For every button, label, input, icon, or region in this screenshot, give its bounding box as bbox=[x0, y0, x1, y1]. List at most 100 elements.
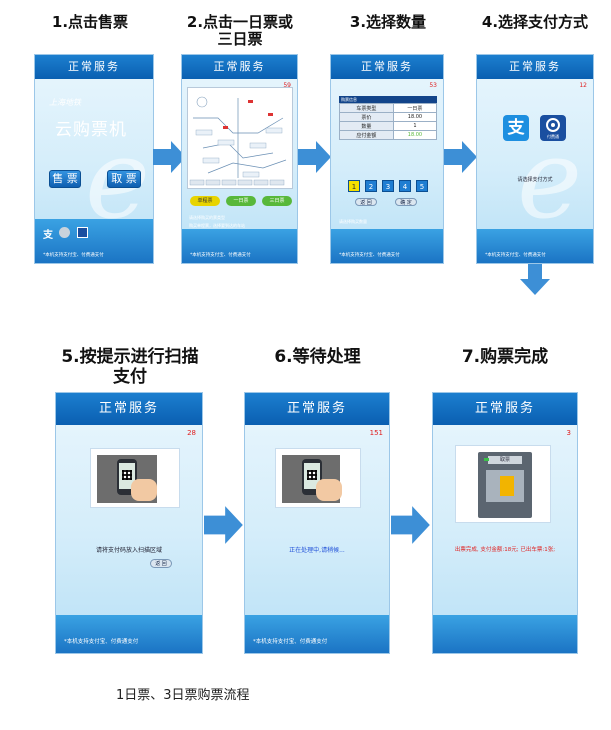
confirm-button[interactable]: 确 定 bbox=[395, 198, 417, 206]
scan-area bbox=[275, 448, 361, 508]
screen-4-payment-method: 正常服务 12 e 支 付费通 请选择支付方式 *本机支持支付宝、付费通支付 bbox=[476, 54, 594, 264]
timeout-counter: 28 bbox=[187, 429, 196, 437]
dispenser-label: 取票 bbox=[488, 456, 522, 464]
step5-title-text: 5.按提示进行扫描支付 bbox=[61, 347, 199, 387]
timeout-counter: 151 bbox=[369, 429, 383, 437]
service-bar: 正常服务 bbox=[433, 393, 577, 425]
step7-title: 7.购票完成 bbox=[461, 347, 549, 367]
qr-code-icon bbox=[122, 470, 132, 480]
row-value: 18.00 bbox=[392, 130, 438, 140]
step2-title-text: 2.点击一日票或三日票 bbox=[186, 13, 294, 49]
ticket-dispenser-image: 取票 bbox=[455, 445, 551, 523]
completion-message: 出票完成, 支付金额:18元; 已出车票:1张; bbox=[454, 547, 556, 553]
order-header: 购票信息 bbox=[339, 96, 437, 103]
quantity-hint: 请选择购买数量 bbox=[339, 219, 367, 224]
row-value: 1 bbox=[392, 121, 438, 131]
row-value: 18.00 bbox=[392, 112, 438, 122]
footer: *本机支持支付宝、付费通支付 bbox=[182, 229, 297, 263]
footer: 支 *本机支持支付宝、付费通支付 bbox=[35, 219, 153, 263]
step6-title: 6.等待处理 bbox=[274, 347, 361, 367]
timeout-counter: 3 bbox=[566, 429, 571, 437]
hand-icon bbox=[131, 479, 157, 501]
hint-line-1: 请选择购买的票类型 bbox=[189, 215, 225, 220]
brand-label: 上海地铁 bbox=[49, 98, 81, 107]
qty-key-3[interactable]: 3 bbox=[382, 180, 394, 192]
row-label: 数量 bbox=[339, 121, 394, 131]
screen-5-scan: 正常服务 28 请将支付码放入扫描区域 返 回 *本机支持支付宝、付费通支付 bbox=[55, 392, 203, 654]
one-day-ticket-button[interactable]: 一日票 bbox=[226, 196, 256, 206]
row-label: 票价 bbox=[339, 112, 394, 122]
qty-key-5[interactable]: 5 bbox=[416, 180, 428, 192]
table-row: 车票类型一日票 bbox=[339, 103, 438, 113]
step4-title: 4.选择支付方式 bbox=[481, 13, 589, 31]
service-bar: 正常服务 bbox=[35, 55, 153, 79]
three-day-ticket-button[interactable]: 三日票 bbox=[262, 196, 292, 206]
single-ticket-button[interactable]: 单程票 bbox=[190, 196, 220, 206]
step2-title: 2.点击一日票或三日票 bbox=[180, 13, 300, 49]
service-bar: 正常服务 bbox=[56, 393, 202, 425]
qty-key-1[interactable]: 1 bbox=[348, 180, 360, 192]
step1-title: 1.点击售票 bbox=[51, 13, 129, 31]
footer-note: *本机支持支付宝、付费通支付 bbox=[253, 639, 328, 645]
service-bar: 正常服务 bbox=[331, 55, 443, 79]
alipay-icon: 支 bbox=[43, 230, 53, 241]
payment-prompt: 请选择支付方式 bbox=[517, 177, 553, 183]
footer: *本机支持支付宝、付费通支付 bbox=[56, 615, 202, 653]
footer bbox=[433, 615, 577, 653]
arrow-right-icon bbox=[391, 506, 430, 544]
ftp-logo-icon bbox=[546, 118, 560, 132]
dispenser-body: 取票 bbox=[478, 452, 532, 518]
row-value: 一日票 bbox=[392, 103, 438, 113]
timeout-counter: 12 bbox=[579, 82, 587, 89]
ftp-pay-button[interactable]: 付费通 bbox=[540, 115, 566, 141]
unionpay-icon bbox=[59, 227, 70, 238]
footer-note: *本机支持支付宝、付费通支付 bbox=[190, 253, 251, 258]
footer-note: *本机支持支付宝、付费通支付 bbox=[43, 253, 104, 258]
scan-area bbox=[90, 448, 180, 508]
alipay-button[interactable]: 支 bbox=[503, 115, 529, 141]
timeout-counter: 59 bbox=[283, 82, 291, 89]
pickup-ticket-button[interactable]: 取 票 bbox=[107, 170, 141, 188]
back-button[interactable]: 返 回 bbox=[355, 198, 377, 206]
arrow-right-icon bbox=[153, 141, 186, 173]
service-bar: 正常服务 bbox=[477, 55, 593, 79]
arrow-right-icon bbox=[444, 141, 477, 173]
ticket-icon bbox=[500, 476, 514, 496]
service-bar: 正常服务 bbox=[245, 393, 389, 425]
screen-7-complete: 正常服务 3 取票 出票完成, 支付金额:18元; 已出车票:1张; bbox=[432, 392, 578, 654]
metro-lines-icon bbox=[189, 96, 287, 186]
ftp-label: 付费通 bbox=[547, 134, 559, 139]
arrow-down-icon bbox=[520, 264, 550, 295]
alipay-icon: 支 bbox=[507, 118, 525, 138]
footer: *本机支持支付宝、付费通支付 bbox=[245, 615, 389, 653]
row-label: 应付金额 bbox=[339, 130, 394, 140]
metro-map[interactable] bbox=[187, 87, 293, 189]
step5-title: 5.按提示进行扫描支付 bbox=[50, 347, 210, 387]
row-label: 车票类型 bbox=[339, 103, 394, 113]
ftp-icon bbox=[77, 227, 88, 238]
hint-line-2: 购买单程票，选择要到达的车站 bbox=[189, 223, 245, 228]
screen-2-ticket-type: 正常服务 59 单程票 一日票 三日票 请选择购买的票类型 购买单程票，选 bbox=[181, 54, 298, 264]
timeout-counter: 53 bbox=[429, 82, 437, 89]
sell-ticket-button[interactable]: 售 票 bbox=[49, 170, 81, 188]
footer-note: *本机支持支付宝、付费通支付 bbox=[64, 639, 139, 645]
arrow-right-icon bbox=[204, 506, 243, 544]
back-button[interactable]: 返 回 bbox=[150, 559, 172, 568]
processing-message: 正在处理中,请稍候... bbox=[289, 547, 345, 554]
scan-prompt: 请将支付码放入扫描区域 bbox=[95, 547, 162, 554]
green-indicator bbox=[484, 458, 489, 461]
footer: *本机支持支付宝、付费通支付 bbox=[331, 229, 443, 263]
step3-title: 3.选择数量 bbox=[349, 13, 427, 31]
screen-6-processing: 正常服务 151 正在处理中,请稍候... *本机支持支付宝、付费通支付 bbox=[244, 392, 390, 654]
footer-note: *本机支持支付宝、付费通支付 bbox=[339, 253, 400, 258]
qty-key-2[interactable]: 2 bbox=[365, 180, 377, 192]
screen-1-home: 正常服务 e 上海地铁 云购票机 售 票 取 票 支 *本机支持支付宝、付费通支… bbox=[34, 54, 154, 264]
dispenser-slot bbox=[486, 470, 524, 502]
qr-code-icon bbox=[307, 470, 317, 480]
qty-key-4[interactable]: 4 bbox=[399, 180, 411, 192]
